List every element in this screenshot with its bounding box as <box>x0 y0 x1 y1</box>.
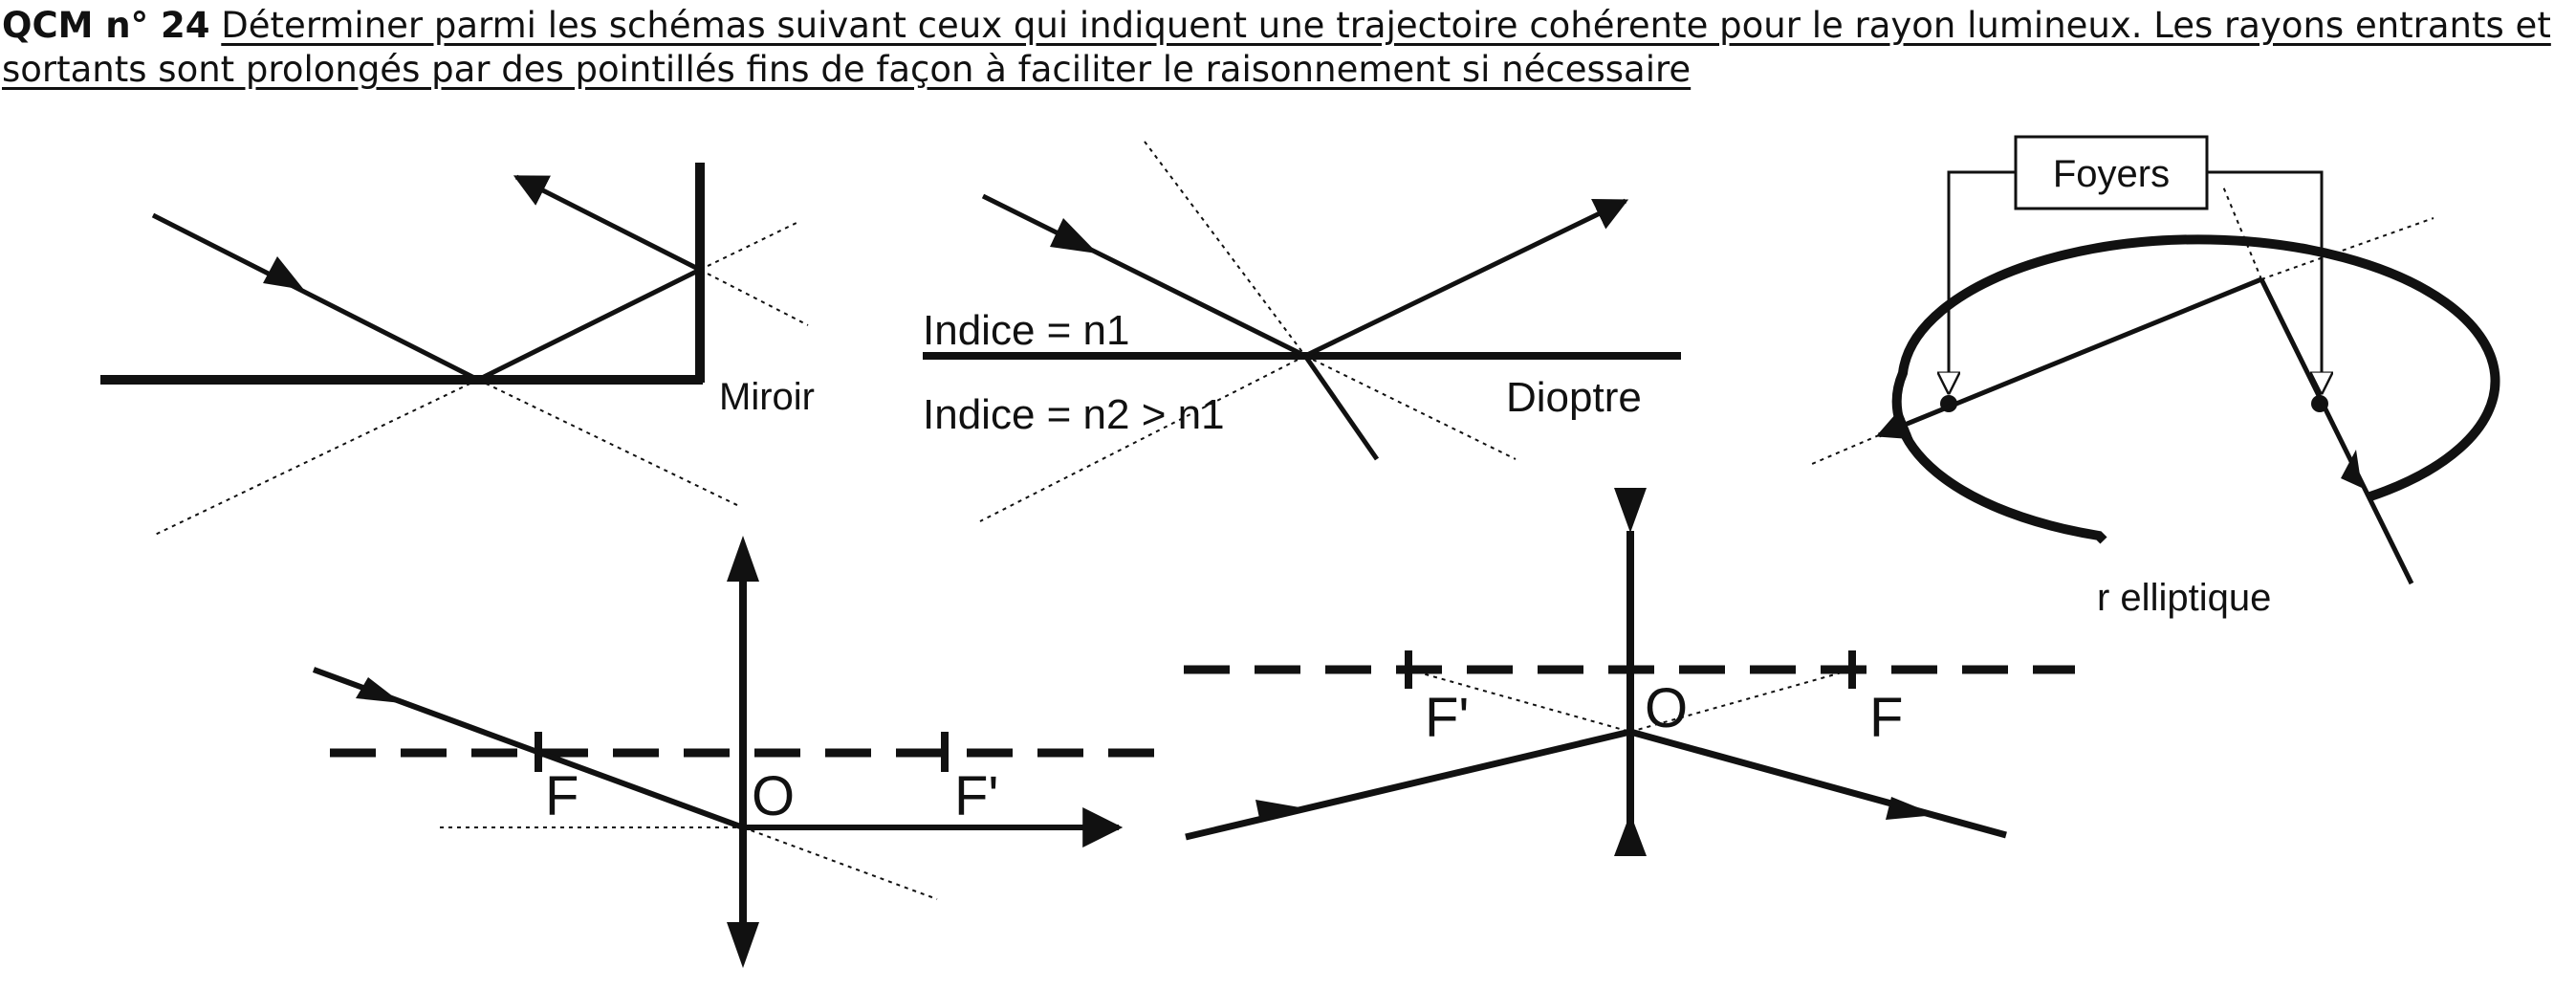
dotted-extension <box>477 379 742 508</box>
dotted-extension <box>742 826 938 900</box>
incident-arrow <box>1255 800 1305 823</box>
incident-arrow <box>1050 218 1098 253</box>
diverging-lens-diagram: F' O F <box>1184 488 2075 856</box>
dotted-extension <box>152 379 479 537</box>
dotted-extension <box>2222 186 2262 280</box>
incident-ray <box>981 193 1307 359</box>
focus-image-label: F' <box>954 765 999 827</box>
incident-arrow <box>263 256 304 290</box>
mirror-label: Miroir <box>719 376 815 418</box>
dotted-extension <box>699 221 799 271</box>
normal-line <box>1304 355 1517 460</box>
question-statement: Déterminer parmi les schémas suivant ceu… <box>2 5 2551 90</box>
lens-arrow-bottom <box>1614 813 1647 856</box>
dioptre-label: Dioptre <box>1506 374 1642 421</box>
dotted-extension <box>979 355 1306 522</box>
lens-arrow-top <box>1614 488 1647 533</box>
emergent-arrow <box>1886 797 1936 820</box>
center-label: O <box>752 765 795 827</box>
dioptre-diagram: Indice = n1 Indice = n2 > n1 Dioptre <box>923 141 1681 522</box>
mirror-diagram: Miroir <box>100 163 815 537</box>
reflected-ray <box>1875 276 2262 440</box>
incident-ray <box>151 212 480 383</box>
ellipse-diagram: Foyers r elliptique <box>1811 135 2500 619</box>
lens-arrow-top <box>727 536 759 582</box>
reflected-ray-1 <box>476 267 702 383</box>
question-text: QCM n° 24 Déterminer parmi les schémas s… <box>0 0 2576 92</box>
indice-top-label: Indice = n1 <box>923 307 1130 354</box>
question-number: QCM n° 24 <box>2 5 210 46</box>
lens-arrow-bottom <box>727 922 759 968</box>
focus-object-label: F <box>545 765 579 827</box>
emergent-ray <box>1629 728 2007 839</box>
normal-line <box>1144 141 1306 357</box>
dotted-extension <box>1811 434 1880 465</box>
incident-ray <box>2259 277 2414 585</box>
focus-object-label: F <box>1869 687 1903 749</box>
focus-image-label: F' <box>1425 687 1470 749</box>
converging-lens-diagram: F O F' <box>312 536 1157 968</box>
dotted-extension <box>699 269 809 326</box>
foyer-pointer-right <box>2207 170 2322 392</box>
incident-ray <box>1185 728 1631 841</box>
reflected-ray-2 <box>513 174 702 273</box>
dotted-extension <box>1408 669 1631 733</box>
foyers-label: Foyers <box>2053 153 2170 195</box>
ellipse-caption: r elliptique <box>2097 577 2271 619</box>
elliptic-mirror <box>1891 234 2500 544</box>
incident-arrow <box>2341 450 2362 488</box>
reflected-ray <box>1302 354 1380 461</box>
center-label: O <box>1645 677 1688 739</box>
foyer-pointer-left <box>1949 170 2016 392</box>
incident-arrow <box>356 677 402 703</box>
indice-bottom-label: Indice = n2 > n1 <box>923 391 1225 438</box>
dotted-extension <box>1629 669 1853 733</box>
refracted-ray <box>1303 198 1629 359</box>
